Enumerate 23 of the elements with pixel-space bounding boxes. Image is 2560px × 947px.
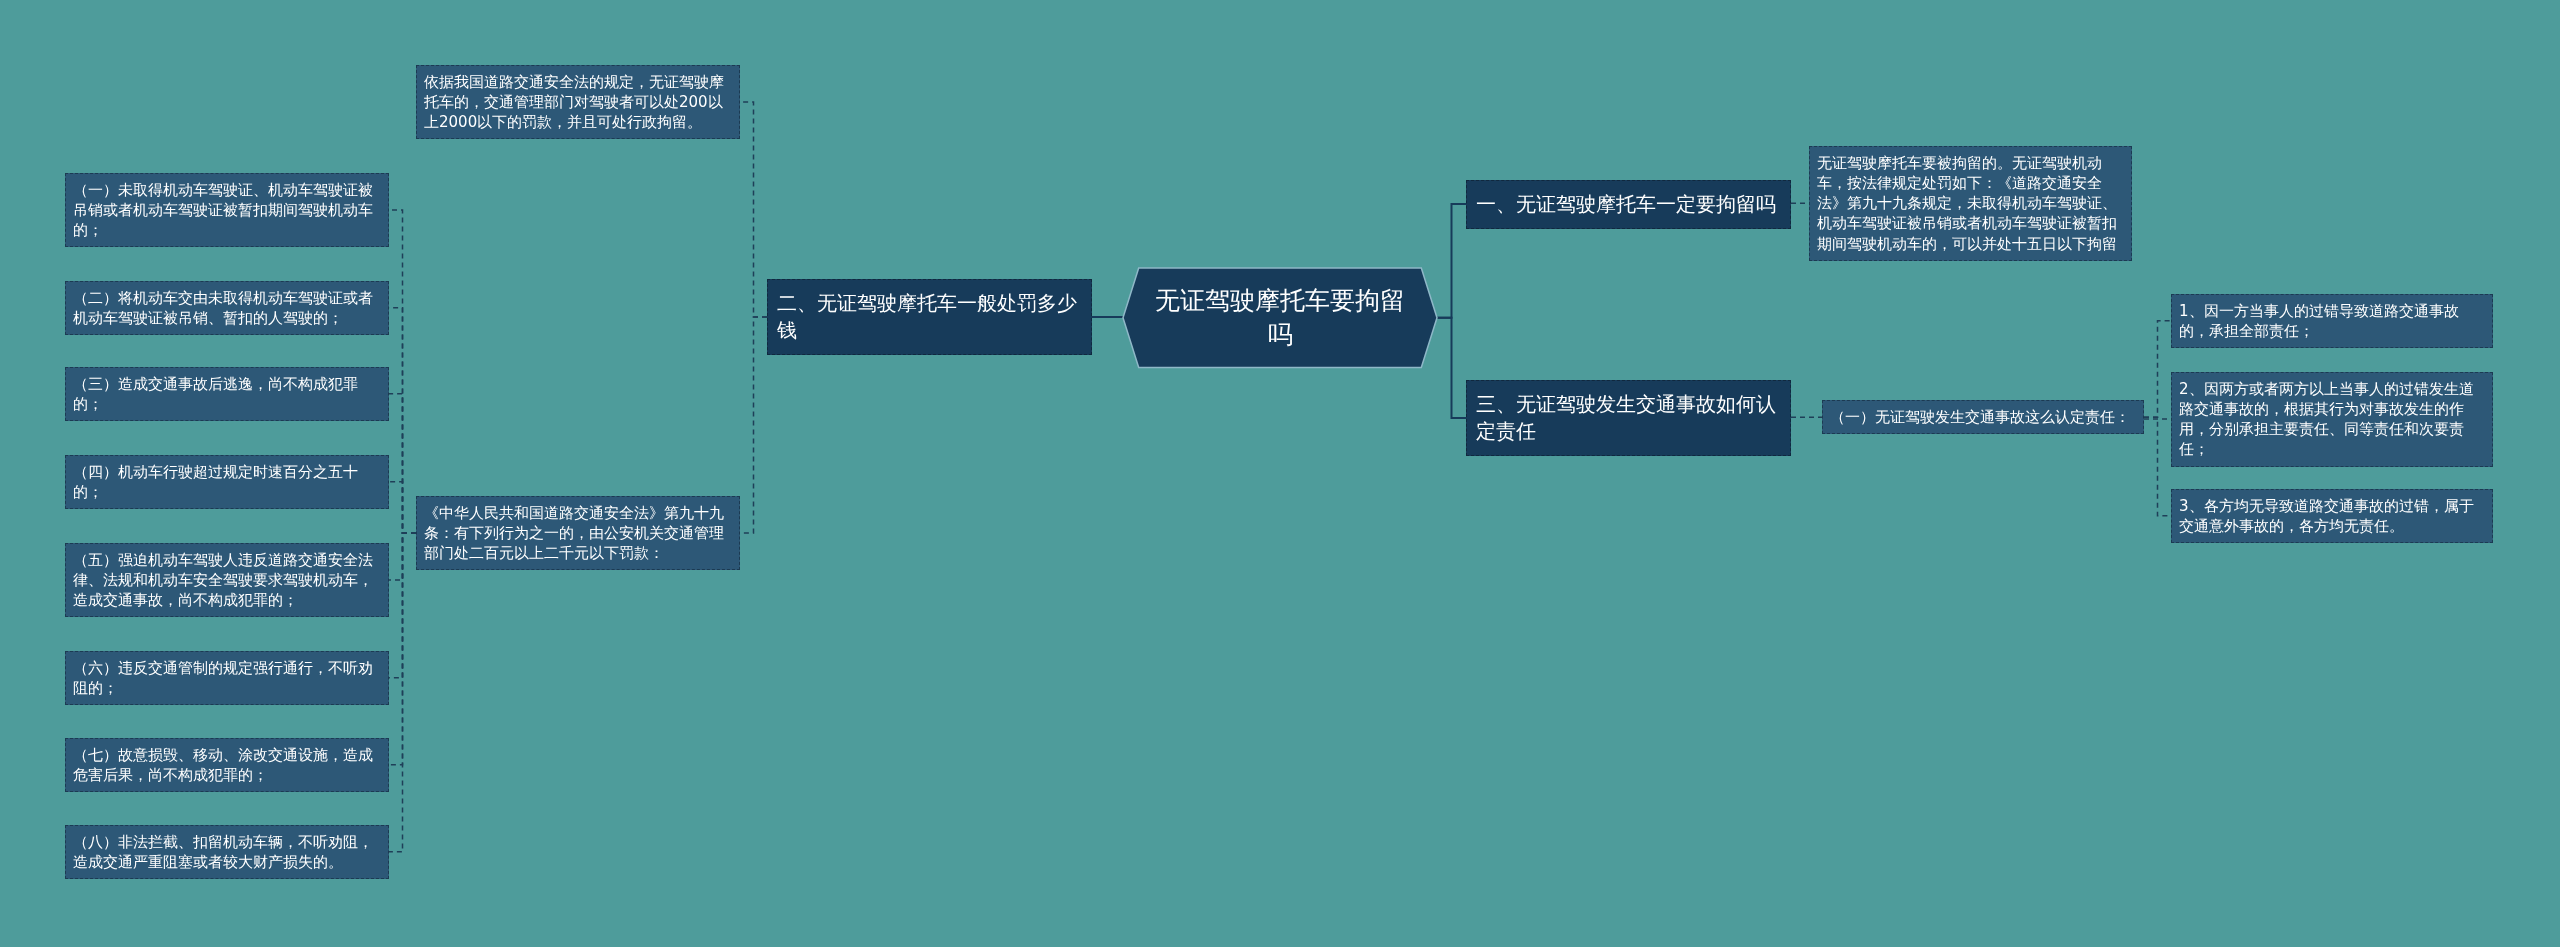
text-box: 1、因一方当事人的过错导致道路交通事故的，承担全部责任； [2171, 293, 2493, 348]
text-box: （七）故意损毁、移动、涂改交通设施，造成危害后果，尚不构成犯罪的； [65, 737, 389, 792]
connector-line [388, 532, 417, 853]
text-box: （六）违反交通管制的规定强行通行，不听劝阻的； [65, 650, 389, 705]
topic-box: 三、无证驾驶发生交通事故如何认定责任 [1466, 380, 1791, 456]
topic-box: 二、无证驾驶摩托车一般处罚多少钱 [767, 279, 1092, 355]
text-box: （四）机动车行驶超过规定时速百分之五十的； [65, 454, 389, 509]
connector-line [1436, 316, 1467, 419]
text-box: （五）强迫机动车驾驶人违反道路交通安全法律、法规和机动车安全驾驶要求驾驶机动车，造成交通事故，尚不构成犯罪的； [65, 542, 389, 618]
text-box: 依据我国道路交通安全法的规定，无证驾驶摩托车的，交通管理部门对驾驶者可以处200以上2000以下的罚款，并且可处行政拘留。 [416, 64, 740, 140]
text-box: 《中华人民共和国道路交通安全法》第九十九条：有下列行为之一的，由公安机关交通管理部门处二百元以上二千元以下罚款： [416, 495, 740, 571]
text-box: （八）非法拦截、扣留机动车辆，不听劝阻，造成交通严重阻塞或者较大财产损失的。 [65, 824, 389, 879]
text-box: （二）将机动车交由未取得机动车驾驶证或者机动车驾驶证被吊销、暂扣的人驾驶的； [65, 280, 389, 335]
text-box: （一）未取得机动车驾驶证、机动车驾驶证被吊销或者机动车驾驶证被暂扣期间驾驶机动车的； [65, 172, 389, 248]
text-box: （一）无证驾驶发生交通事故这么认定责任： [1822, 400, 2144, 435]
text-box: 3、各方均无导致道路交通事故的过错，属于交通意外事故的，各方均无责任。 [2171, 488, 2493, 543]
connector-line [1790, 416, 1823, 418]
connector-line [1091, 316, 1124, 318]
text-box: 2、因两方或者两方以上当事人的过错发生道路交通事故的，根据其行为对事故发生的作用，分别承担主要责任、同等责任和次要责任； [2171, 371, 2493, 467]
text-box: 无证驾驶摩托车要被拘留的。无证驾驶机动车，按法律规定处罚如下：《道路交通安全法》第九十九条规定，未取得机动车驾驶证、机动车驾驶证被吊销或者机动车驾驶证被暂扣期间驾驶机动车的，可以并处十五日以下拘留 [1809, 145, 2132, 261]
text-box: （三）造成交通事故后逃逸，尚不构成犯罪的； [65, 366, 389, 421]
central-topic: 无证驾驶摩托车要拘留吗 [1123, 268, 1437, 368]
topic-box: 一、无证驾驶摩托车一定要拘留吗 [1466, 179, 1791, 229]
